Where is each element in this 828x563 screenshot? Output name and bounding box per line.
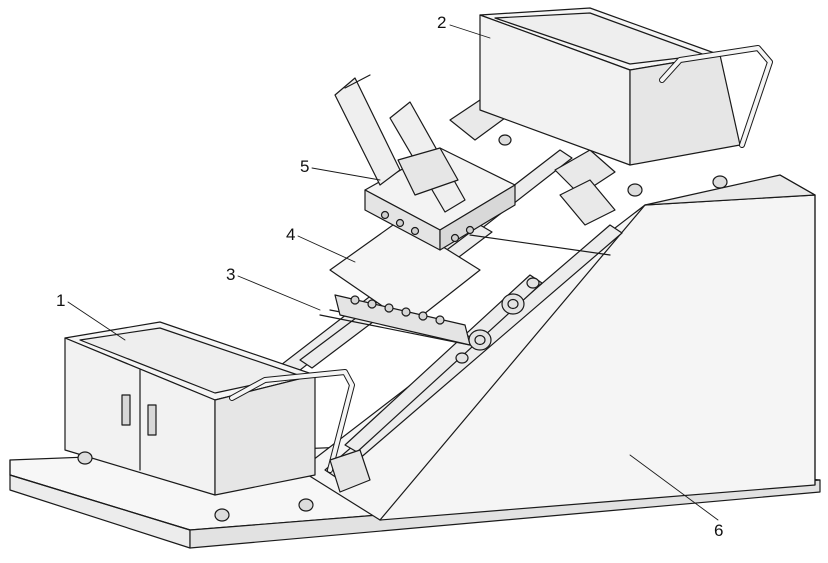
cart-cabinet-2 [479,7,773,197]
callout-label-6: 6 [714,521,724,540]
nozzle-plate-4 [329,219,481,346]
callout-label-2: 2 [437,13,447,32]
rollers [455,277,540,364]
cart-cabinet-1 [64,321,371,522]
cleaning-head-5 [334,74,516,251]
callout-label-1: 1 [56,291,66,310]
callout-label-3: 3 [226,265,236,284]
leader-lines [67,24,719,521]
callout-label-5: 5 [300,157,310,176]
callout-label-4: 4 [286,225,296,244]
